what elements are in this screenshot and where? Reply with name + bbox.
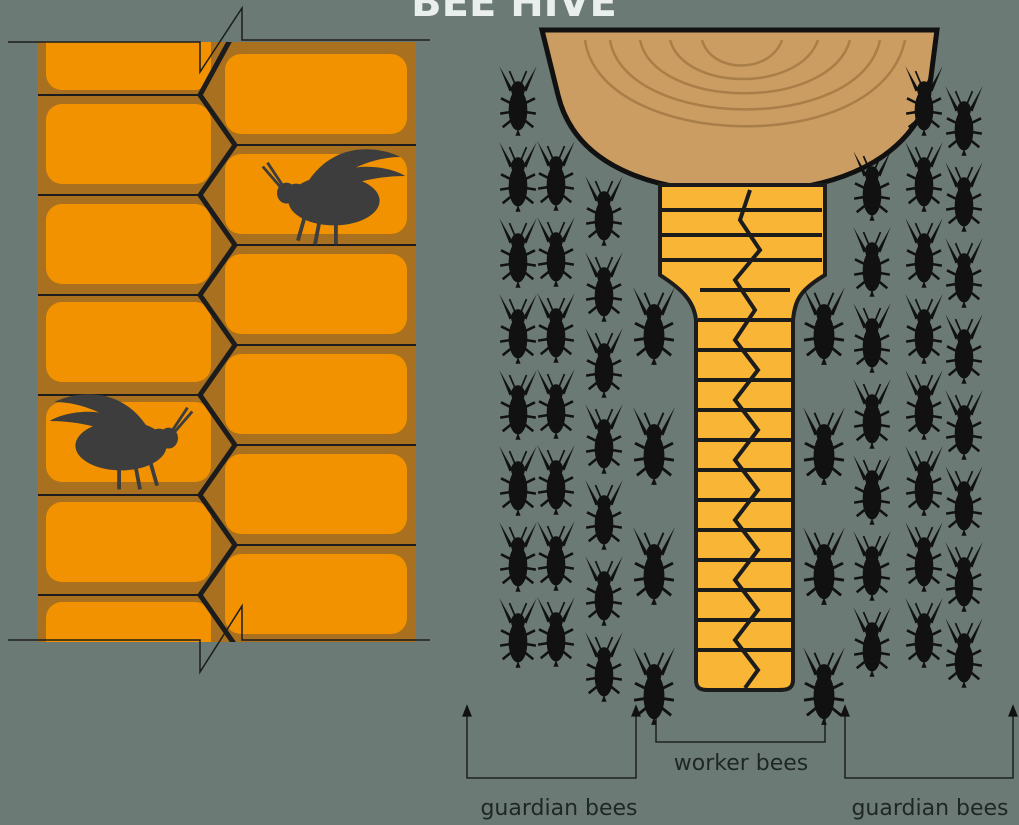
- bee-icon: [945, 390, 982, 460]
- bee-icon: [853, 303, 890, 373]
- bee-icon: [585, 556, 622, 626]
- bee-icon: [585, 480, 622, 550]
- bee-icon: [633, 527, 675, 605]
- bee-icon: [945, 542, 982, 612]
- bee-icon: [945, 162, 982, 232]
- bee-icon: [905, 370, 942, 440]
- bee-icon: [499, 446, 536, 516]
- arrow-up-icon: [841, 706, 1017, 716]
- bee-icon: [803, 287, 845, 365]
- bee-icon: [945, 238, 982, 308]
- bee-icon: [803, 647, 845, 725]
- bee-icon: [905, 218, 942, 288]
- bee-icon: [853, 531, 890, 601]
- guardian-right-bracket: [841, 706, 1017, 778]
- diagram-title: BEE HIVE: [411, 0, 617, 26]
- bee-icon: [499, 522, 536, 592]
- wood-slice-icon: [542, 30, 937, 192]
- arrow-up-icon: [463, 706, 640, 716]
- bee-icon: [537, 141, 574, 211]
- bee-icon: [905, 446, 942, 516]
- bee-icon: [499, 294, 536, 364]
- honeycomb-detail: [8, 8, 430, 682]
- bee-icon: [499, 598, 536, 668]
- guardian-left-bracket: [463, 706, 640, 778]
- bee-icon: [853, 607, 890, 677]
- bee-icon: [945, 314, 982, 384]
- bee-icon: [585, 328, 622, 398]
- bee-icon: [853, 455, 890, 525]
- bee-icon: [537, 445, 574, 515]
- bee-icon: [537, 217, 574, 287]
- bee-icon: [499, 370, 536, 440]
- bee-icon: [803, 527, 845, 605]
- comb-cells-left: [46, 10, 211, 682]
- bee-icon: [585, 176, 622, 246]
- bee-icon: [905, 142, 942, 212]
- bee-icon: [853, 379, 890, 449]
- bee-icon: [633, 407, 675, 485]
- bee-icon: [585, 404, 622, 474]
- bee-icon: [905, 522, 942, 592]
- bee-icon: [633, 287, 675, 365]
- bee-icon: [803, 407, 845, 485]
- bee-icon: [499, 66, 536, 136]
- bee-icon: [537, 293, 574, 363]
- bee-icon: [537, 369, 574, 439]
- guardian-bees-right-label: guardian bees: [851, 796, 1008, 821]
- bee-icon: [499, 218, 536, 288]
- bee-icon: [945, 466, 982, 536]
- bee-icon: [945, 618, 982, 688]
- bee-icon: [853, 227, 890, 297]
- bee-icon: [537, 521, 574, 591]
- bee-icon: [585, 632, 622, 702]
- bee-icon: [499, 142, 536, 212]
- hanging-comb: [660, 185, 825, 690]
- bee-icon: [537, 597, 574, 667]
- bee-icon: [905, 294, 942, 364]
- bee-icon: [945, 86, 982, 156]
- bee-icon: [905, 598, 942, 668]
- guardian-bees-left-label: guardian bees: [480, 796, 637, 821]
- bee-icon: [585, 252, 622, 322]
- worker-bees-label: worker bees: [674, 751, 809, 776]
